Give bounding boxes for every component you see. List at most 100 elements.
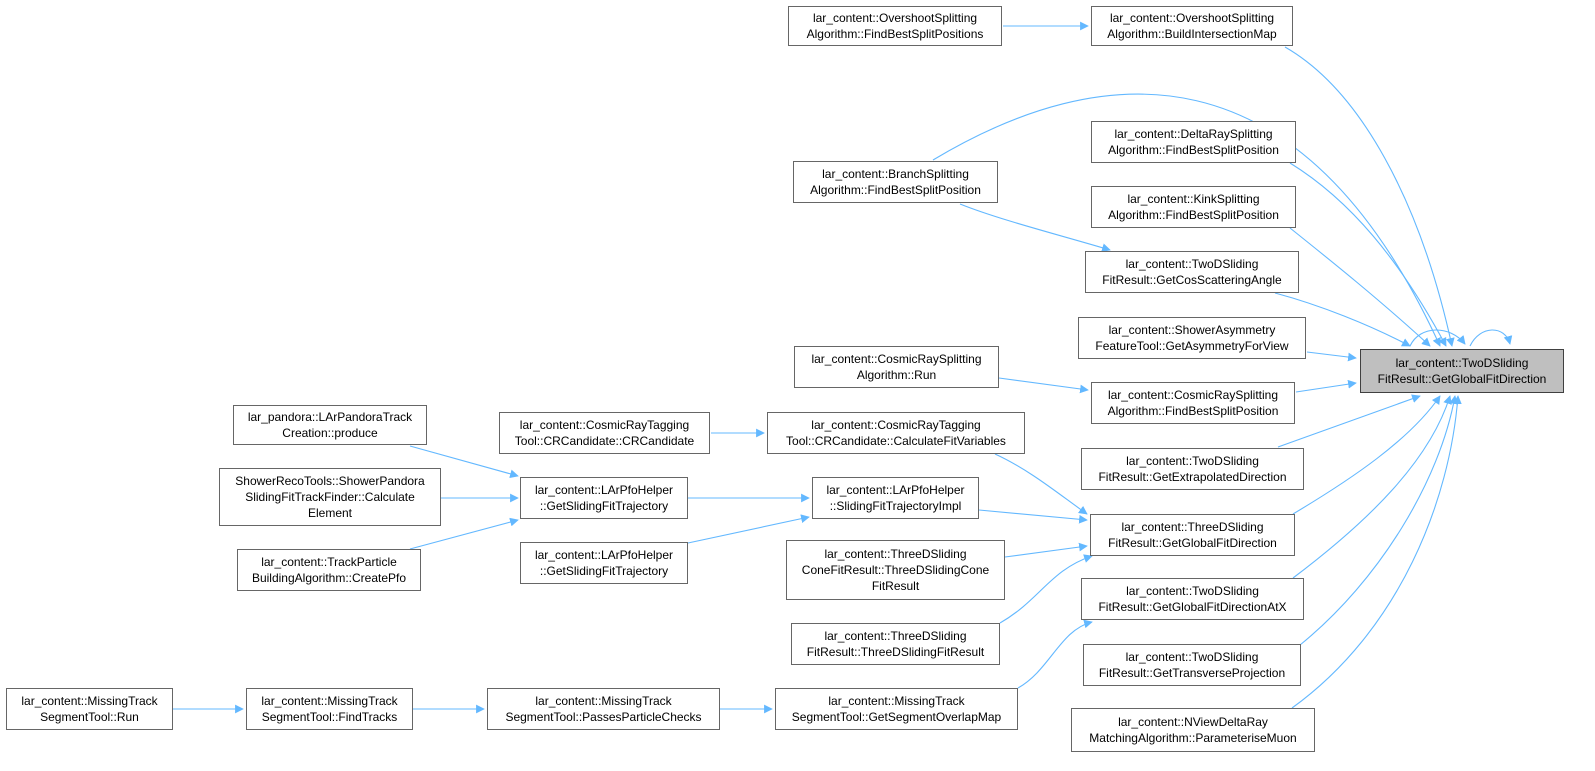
node-label-line: SegmentTool::PassesParticleChecks xyxy=(505,710,702,724)
node-label-line: FitResult::GetGlobalFitDirection xyxy=(1108,536,1277,550)
node-label-line: Algorithm::FindBestSplitPosition xyxy=(810,183,981,197)
node-label-line: lar_content::ThreeDSliding xyxy=(824,629,967,643)
edge-30 xyxy=(1469,329,1513,347)
node-label-line: SegmentTool::Run xyxy=(40,710,139,724)
node-label-line: lar_content::BranchSplitting xyxy=(822,167,969,181)
edge-16 xyxy=(409,445,519,479)
node-label-line: Tool::CRCandidate::CRCandidate xyxy=(514,434,695,448)
node-label-line: MatchingAlgorithm::ParameteriseMuon xyxy=(1089,731,1297,745)
node-label-line: lar_content::TwoDSliding xyxy=(1395,356,1529,370)
node-label-line: SegmentTool::FindTracks xyxy=(261,710,398,724)
node-label-line: lar_content::KinkSplitting xyxy=(1127,192,1260,206)
node-label-line: FitResult::ThreeDSlidingFitResult xyxy=(806,645,985,659)
node-label-line: ConeFitResult::ThreeDSlidingCone xyxy=(801,563,990,577)
node-label-line: lar_content::TwoDSliding xyxy=(1125,257,1259,271)
edge-6 xyxy=(1306,351,1357,362)
node-label-line: Algorithm::BuildIntersectionMap xyxy=(1107,27,1277,41)
node-label-line: lar_content::TwoDSliding xyxy=(1126,584,1259,598)
edge-2 xyxy=(932,93,1441,347)
node-label-line: lar_content::MissingTrack xyxy=(535,694,672,708)
edge-9 xyxy=(1295,379,1357,393)
edge-22 xyxy=(994,453,1088,515)
edge-18 xyxy=(409,517,519,550)
edge-14 xyxy=(1291,395,1462,709)
node-label-line: Algorithm::FindBestSplitPositions xyxy=(806,27,984,41)
node-label-line: FitResult xyxy=(871,579,920,593)
node-label-line: lar_content::ShowerAsymmetry xyxy=(1108,323,1276,337)
edge-11 xyxy=(1292,395,1441,515)
node-lph-sfti[interactable]: lar_content::LArPfoHelper::SlidingFitTra… xyxy=(812,477,979,519)
node-lph-gsft1[interactable]: lar_content::LArPfoHelper::GetSlidingFit… xyxy=(520,477,688,519)
node-label-line: lar_content::MissingTrack xyxy=(261,694,398,708)
edge-12 xyxy=(1292,395,1452,579)
node-label-line: Algorithm::FindBestSplitPosition xyxy=(1107,404,1279,418)
node-label-line: lar_content::MissingTrack xyxy=(21,694,158,708)
node-label-line: FeatureTool::GetAsymmetryForView xyxy=(1095,339,1289,353)
node-label-line: ::SlidingFitTrajectoryImpl xyxy=(829,499,962,513)
edge-4 xyxy=(1289,227,1431,347)
edge-3 xyxy=(1289,162,1447,347)
node-label-line: FitResult::GetGlobalFitDirection xyxy=(1377,372,1547,386)
node-label-line: lar_content::MissingTrack xyxy=(828,694,965,708)
edge-5 xyxy=(1274,292,1411,347)
node-label-line: lar_content::LArPfoHelper xyxy=(534,548,674,562)
edge-7 xyxy=(959,203,1111,252)
node-label-line: lar_content::CosmicRaySplitting xyxy=(811,352,982,366)
node-label-line: lar_content::LArPfoHelper xyxy=(826,483,965,497)
edge-8 xyxy=(998,377,1089,394)
node-label-line: Algorithm::FindBestSplitPosition xyxy=(1108,143,1279,157)
node-lph-gsft2[interactable]: lar_content::LArPfoHelper::GetSlidingFit… xyxy=(520,542,688,584)
node-label-line: FitResult::GetCosScatteringAngle xyxy=(1102,273,1282,287)
node-label-line: FitResult::GetExtrapolatedDirection xyxy=(1098,470,1287,484)
node-label-line: lar_content::LArPfoHelper xyxy=(534,483,674,497)
edge-21 xyxy=(978,509,1088,524)
node-label-line: FitResult::GetTransverseProjection xyxy=(1098,666,1286,680)
node-label-line: ShowerRecoTools::ShowerPandora xyxy=(235,474,425,488)
node-label-line: lar_content::DeltaRaySplitting xyxy=(1114,127,1273,141)
node-label-line: Tool::CRCandidate::CalculateFitVariables xyxy=(786,434,1006,448)
edge-13 xyxy=(1299,395,1458,646)
edge-10 xyxy=(1277,394,1421,448)
node-label-line: lar_content::ThreeDSliding xyxy=(824,547,967,561)
node-label-line: SegmentTool::GetSegmentOverlapMap xyxy=(791,710,1002,724)
node-label-line: FitResult::GetGlobalFitDirectionAtX xyxy=(1098,600,1287,614)
node-label-line: ::GetSlidingFitTrajectory xyxy=(539,499,669,513)
edge-29 xyxy=(1409,329,1466,347)
node-label-line: SlidingFitTrackFinder::Calculate xyxy=(245,490,415,504)
node-label-line: Algorithm::FindBestSplitPosition xyxy=(1108,208,1279,222)
node-label-line: lar_content::CosmicRayTagging xyxy=(519,418,690,432)
node-label-line: lar_content::ThreeDSliding xyxy=(1121,520,1264,534)
edge-20 xyxy=(687,514,810,544)
node-label-line: lar_content::CosmicRaySplitting xyxy=(1107,388,1279,402)
node-label-line: lar_content::OvershootSplitting xyxy=(812,11,978,25)
edge-25 xyxy=(1017,619,1093,689)
